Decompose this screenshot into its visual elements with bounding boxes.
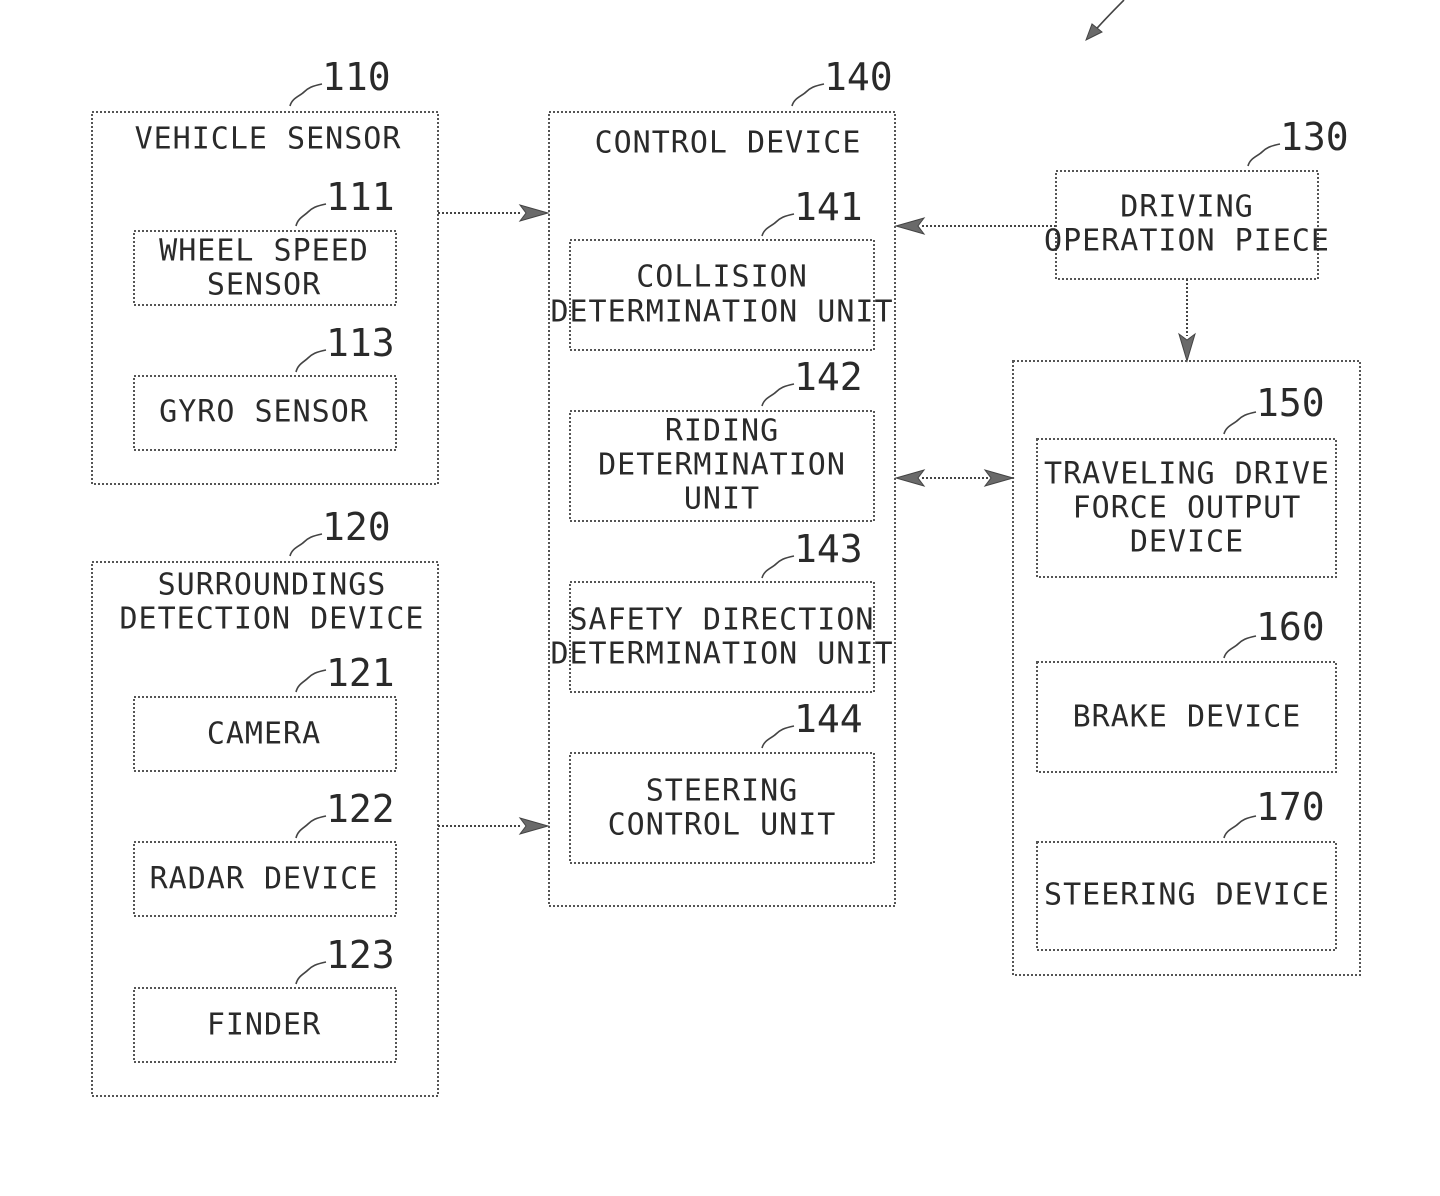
safety-direction-line2: DETERMINATION UNIT <box>550 637 893 672</box>
ref-113: 113 <box>326 321 395 365</box>
arrow-control-device-output-devices-bidirectional <box>894 469 1015 487</box>
surroundings-detection-device-block: 120 SURROUNDINGS DETECTION DEVICE 121 CA… <box>91 505 439 1097</box>
steering-device-box <box>1036 841 1337 951</box>
driving-operation-piece-block: 130 DRIVING OPERATION PIECE <box>1044 115 1349 280</box>
traveling-drive-force-output-device-box <box>1036 438 1337 578</box>
ref-144: 144 <box>794 697 863 741</box>
driving-operation-line1: DRIVING <box>1120 190 1253 225</box>
control-device-frame <box>548 111 896 907</box>
brake-device-box <box>1036 661 1337 773</box>
safety-direction-determination-unit-box <box>569 581 875 693</box>
figure-pointer-arrow <box>1085 0 1125 42</box>
surroundings-detection-device-frame <box>91 561 439 1097</box>
steering-control-unit-box <box>569 752 875 864</box>
ref-150: 150 <box>1256 381 1325 425</box>
radar-device-label: RADAR DEVICE <box>150 862 379 897</box>
traveling-drive-line3: DEVICE <box>1130 525 1244 560</box>
wheel-speed-sensor-line2: SENSOR <box>207 268 321 303</box>
surroundings-detection-line2: DETECTION DEVICE <box>120 602 425 637</box>
riding-determination-line1: RIDING <box>665 414 779 449</box>
riding-determination-unit-box <box>569 410 875 522</box>
arrow-vehicle-sensor-to-control-device <box>438 204 550 222</box>
ref-142: 142 <box>794 355 863 399</box>
safety-direction-line1: SAFETY DIRECTION <box>570 603 875 638</box>
control-device-title: CONTROL DEVICE <box>595 126 862 161</box>
control-device-block: 140 CONTROL DEVICE 141 COLLISION DETERMI… <box>548 55 896 907</box>
ref-141: 141 <box>794 185 863 229</box>
surroundings-detection-line1: SURROUNDINGS <box>158 568 387 603</box>
steering-control-line2: CONTROL UNIT <box>608 808 837 843</box>
collision-determination-line1: COLLISION <box>636 260 808 295</box>
vehicle-sensor-title: VEHICLE SENSOR <box>135 122 402 157</box>
ref-170: 170 <box>1256 785 1325 829</box>
camera-label: CAMERA <box>207 717 321 752</box>
ref-120: 120 <box>322 505 391 549</box>
ref-140: 140 <box>824 55 893 99</box>
riding-determination-line3: UNIT <box>684 482 760 517</box>
steering-device-label: STEERING DEVICE <box>1044 878 1330 913</box>
ref-110: 110 <box>322 55 391 99</box>
finder-label: FINDER <box>207 1008 321 1043</box>
ref-121: 121 <box>326 651 395 695</box>
vehicle-sensor-block: 110 VEHICLE SENSOR 111 WHEEL SPEED SENSO… <box>91 55 439 485</box>
arrow-driving-operation-to-control-device <box>894 217 1056 235</box>
arrow-surroundings-to-control-device <box>438 817 550 835</box>
gyro-sensor-label: GYRO SENSOR <box>159 395 369 430</box>
traveling-drive-line1: TRAVELING DRIVE <box>1044 457 1330 492</box>
ref-122: 122 <box>326 787 395 831</box>
driving-operation-line2: OPERATION PIECE <box>1044 224 1330 259</box>
ref-130: 130 <box>1280 115 1349 159</box>
steering-control-line1: STEERING <box>646 774 799 809</box>
wheel-speed-sensor-line1: WHEEL SPEED <box>159 234 369 269</box>
collision-determination-line2: DETERMINATION UNIT <box>550 295 893 330</box>
ref-123: 123 <box>326 933 395 977</box>
arrow-driving-operation-to-output-devices <box>1178 279 1196 363</box>
ref-160: 160 <box>1256 605 1325 649</box>
ref-111: 111 <box>326 175 395 219</box>
vehicle-sensor-frame <box>91 111 439 485</box>
riding-determination-line2: DETERMINATION <box>598 448 846 483</box>
ref-143: 143 <box>794 527 863 571</box>
output-devices-block: 150 TRAVELING DRIVE FORCE OUTPUT DEVICE … <box>1012 360 1361 976</box>
collision-determination-unit-box <box>569 239 875 351</box>
brake-device-label: BRAKE DEVICE <box>1073 700 1302 735</box>
traveling-drive-line2: FORCE OUTPUT <box>1073 491 1302 526</box>
